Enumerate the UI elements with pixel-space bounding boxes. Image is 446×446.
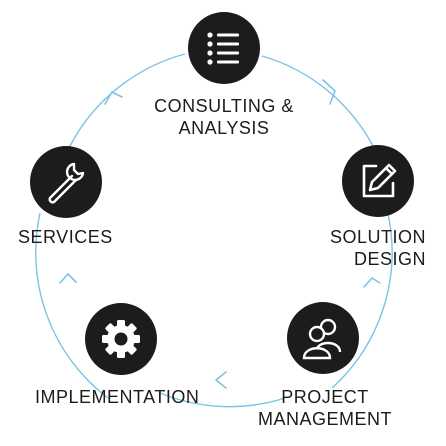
edit-icon <box>362 163 397 198</box>
stage-implementation-label-line-1: IMPLEMENTATION <box>35 387 200 407</box>
stage-project-label-line-1: PROJECT <box>281 387 369 407</box>
stage-solution-label: SOLUTION DESIGN <box>300 226 426 270</box>
cycle-ring <box>35 53 393 408</box>
cycle-arrows <box>59 79 381 389</box>
stage-implementation-label: IMPLEMENTATION <box>35 386 215 408</box>
stage-solution-label-line-1: SOLUTION <box>329 227 426 247</box>
stage-consulting-label-line-1: CONSULTING & <box>154 96 294 116</box>
stage-consulting-node <box>188 12 260 84</box>
stage-solution-node <box>342 145 414 217</box>
stage-project-label: PROJECT MANAGEMENT <box>245 386 405 430</box>
stage-project-node <box>287 302 359 374</box>
stage-services-label-line-1: SERVICES <box>18 227 113 247</box>
stage-consulting-label: CONSULTING & ANALYSIS <box>144 95 304 139</box>
arrow-to-project <box>363 277 381 288</box>
arrow-to-solution <box>322 79 336 105</box>
arrow-to-implementation <box>215 371 227 389</box>
gear-icon <box>102 320 140 358</box>
users-icon <box>302 318 342 360</box>
arrow-to-consulting <box>104 91 123 105</box>
arrow-to-services <box>59 273 77 284</box>
stage-consulting-label-line-2: ANALYSIS <box>178 118 270 138</box>
list-icon <box>207 32 239 65</box>
stage-solution-label-line-2: DESIGN <box>353 249 426 269</box>
wrench-icon <box>48 162 85 204</box>
stage-implementation-node <box>85 303 157 375</box>
stage-services-node <box>30 146 102 218</box>
stage-services-label: SERVICES <box>18 226 128 248</box>
stage-project-label-line-2: MANAGEMENT <box>257 409 392 429</box>
